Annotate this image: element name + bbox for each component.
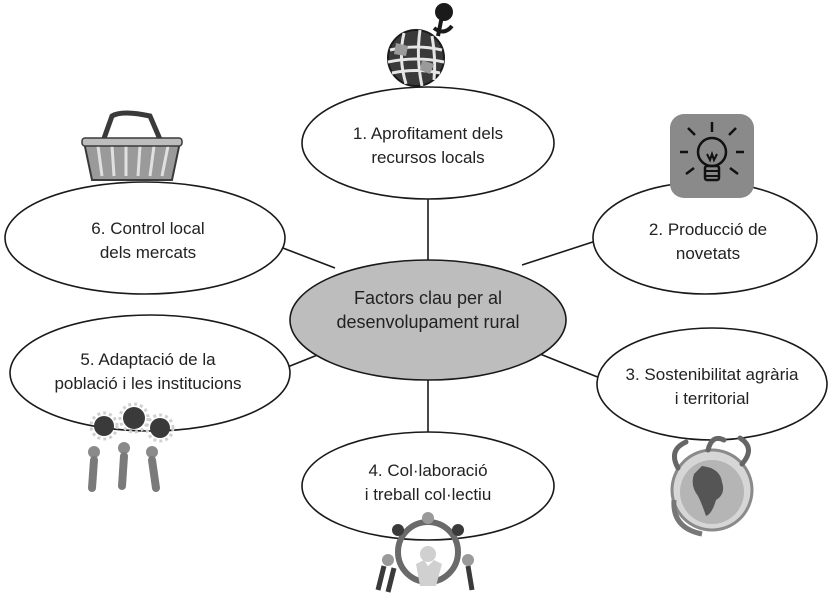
node-2-line2: novetats [676,244,740,263]
people-circle-icon [375,512,475,593]
node-6: 6. Control local dels mercats [4,181,286,295]
node-4-ellipse [301,431,555,541]
node-4-line1: 4. Col·laboració [368,461,487,480]
node-4-line2: i treball col·lectiu [365,485,492,504]
node-3-line1: 3. Sostenibilitat agrària [626,365,799,384]
center-line2: desenvolupament rural [336,312,519,332]
node-2: 2. Producció de novetats [592,181,818,295]
green-earth-icon [670,435,754,537]
node-1-line1: 1. Aprofitament dels [353,124,503,143]
node-2-line1: 2. Producció de [649,220,767,239]
shopping-basket-icon [81,110,183,181]
connector-2 [521,237,606,266]
globe-map-pin-icon [387,3,454,87]
node-6-line1: 6. Control local [91,219,204,238]
people-gears-icon [88,402,175,492]
node-4: 4. Col·laboració i treball col·lectiu [301,431,555,541]
node-3: 3. Sostenibilitat agrària i territorial [596,327,828,441]
node-5-line1: 5. Adaptació de la [80,350,216,369]
node-1: 1. Aprofitament dels recursos locals [301,86,555,200]
node-1-ellipse [301,86,555,200]
node-6-line2: dels mercats [100,243,196,262]
node-3-line2: i territorial [675,389,750,408]
node-1-line2: recursos locals [371,148,484,167]
node-6-ellipse [4,181,286,295]
node-3-ellipse [596,327,828,441]
center-node: Factors clau per al desenvolupament rura… [289,259,567,381]
lightbulb-icon [670,114,754,198]
node-5-ellipse [9,314,291,432]
center-line1: Factors clau per al [354,288,502,308]
node-5: 5. Adaptació de la població i les instit… [9,314,291,432]
node-5-line2: població i les institucions [54,374,241,393]
center-ellipse [289,259,567,381]
